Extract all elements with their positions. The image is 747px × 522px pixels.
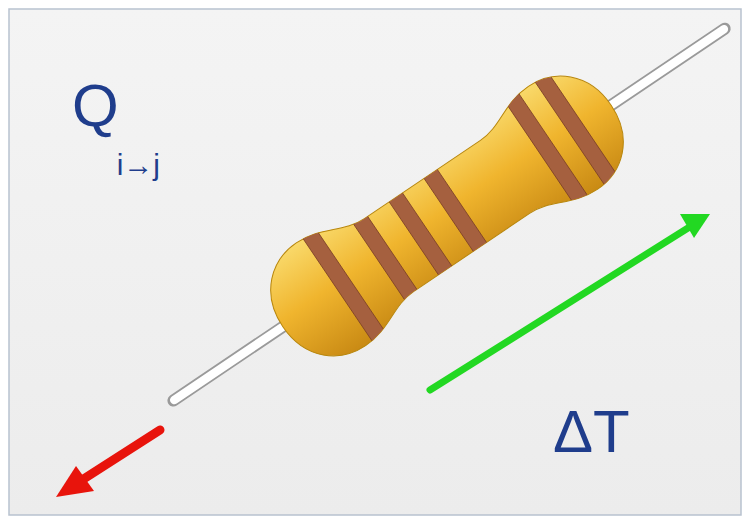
color-band	[410, 148, 502, 273]
color-band	[340, 195, 432, 320]
heat-flow-arrow	[56, 430, 160, 497]
heat-subscript: i→j	[117, 150, 160, 180]
color-band	[501, 86, 593, 211]
frame	[9, 9, 741, 515]
temperature-difference: ΔT	[553, 402, 630, 462]
heat-symbol: Q	[72, 76, 119, 136]
temperature-gradient-arrow	[430, 214, 710, 390]
resistor-symbol	[134, 0, 747, 459]
color-band	[531, 66, 623, 191]
color-band	[375, 171, 467, 296]
